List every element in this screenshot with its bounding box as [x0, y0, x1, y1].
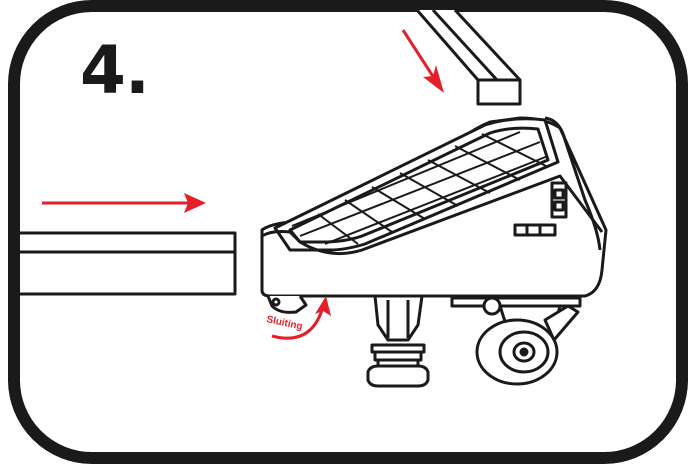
release-lever [266, 295, 308, 314]
base-housing [260, 116, 608, 298]
panel-frame [8, 0, 688, 464]
insert-post-arrow [401, 29, 444, 93]
release-lever-label: Sluiting [265, 314, 303, 332]
top-plate-grid [291, 131, 549, 245]
insert-beam-arrow [42, 193, 206, 213]
horizontal-beam [20, 231, 237, 296]
vertical-post [415, 8, 522, 106]
leveling-foot [366, 294, 430, 388]
lever-lock-arrow [271, 296, 331, 340]
step-number: 4. [80, 32, 150, 109]
caster-wheel [450, 296, 582, 386]
